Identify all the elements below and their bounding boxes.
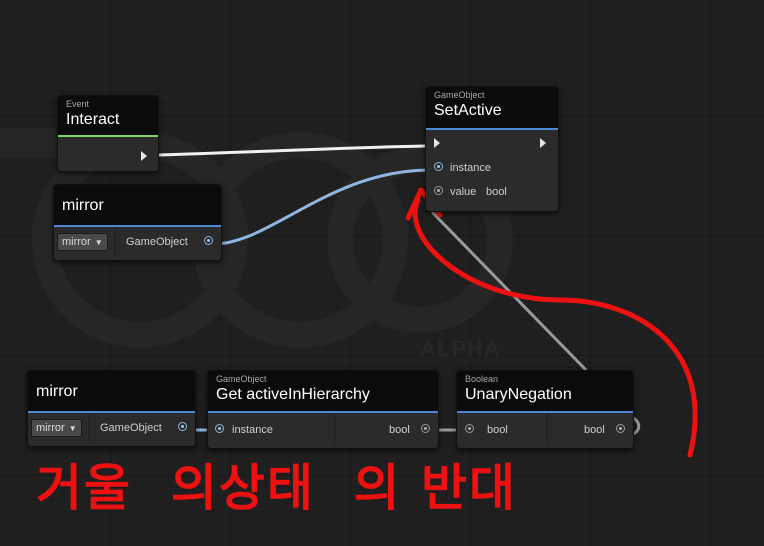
bool-input-port[interactable] — [465, 424, 474, 433]
node-header: GameObject Get activeInHierarchy — [208, 371, 438, 411]
node-title: SetActive — [434, 102, 502, 119]
node-kind: GameObject — [216, 374, 267, 384]
output-label: GameObject — [126, 236, 188, 248]
instance-wire — [213, 168, 431, 246]
flow-wire — [157, 144, 427, 157]
node-header: Boolean UnaryNegation — [457, 371, 633, 411]
output-label: bool — [584, 424, 605, 436]
accent-bar — [457, 411, 633, 413]
value-label: value — [450, 186, 477, 198]
row-divider — [334, 413, 335, 445]
row-divider — [89, 413, 90, 443]
mirror-node-top[interactable]: mirror mirror▼ GameObject — [53, 184, 222, 261]
annotation-text: 거울 의상태 의 반대 — [36, 459, 518, 517]
flow-output-port[interactable] — [141, 151, 147, 161]
value-row: value bool — [426, 180, 558, 204]
node-kind: GameObject — [434, 90, 485, 100]
instance-label: instance — [450, 162, 491, 174]
bool-output-port[interactable] — [421, 424, 430, 433]
node-header: Event Interact — [58, 96, 158, 135]
node-title: Get activeInHierarchy — [216, 386, 370, 403]
flow-input-port[interactable] — [434, 138, 440, 148]
flow-output-port[interactable] — [540, 138, 546, 148]
chevron-down-icon: ▼ — [68, 424, 77, 433]
node-title: mirror — [62, 197, 104, 214]
chevron-down-icon: ▼ — [94, 238, 103, 247]
bool-output-port[interactable] — [616, 424, 625, 433]
accent-bar — [54, 225, 221, 227]
node-title: UnaryNegation — [465, 386, 572, 403]
accent-bar — [208, 411, 438, 413]
object-dropdown[interactable]: mirror▼ — [57, 233, 108, 251]
node-header: mirror — [54, 185, 221, 225]
node-kind: Event — [66, 99, 90, 109]
input-label: instance — [232, 424, 273, 436]
unary-negation-node[interactable]: Boolean UnaryNegation bool bool — [456, 370, 634, 449]
annotation-arrow — [412, 197, 698, 458]
output-label: GameObject — [100, 422, 162, 434]
instance-input-port[interactable] — [434, 162, 443, 171]
get-active-node[interactable]: GameObject Get activeInHierarchy instanc… — [207, 370, 439, 449]
output-label: bool — [389, 424, 410, 436]
gameobject-output-port[interactable] — [178, 422, 187, 431]
mirror-node-bottom[interactable]: mirror mirror▼ GameObject — [27, 370, 196, 447]
value-type: bool — [486, 186, 507, 198]
setactive-node[interactable]: GameObject SetActive instance value bool — [425, 86, 559, 212]
watermark-alpha: ALPHA — [420, 336, 501, 361]
gameobject-output-port[interactable] — [204, 236, 213, 245]
row-divider — [547, 413, 548, 445]
node-header: GameObject SetActive — [426, 87, 558, 128]
input-label: bool — [487, 424, 508, 436]
node-title: Interact — [66, 111, 120, 128]
node-title: mirror — [36, 383, 78, 400]
accent-bar — [426, 128, 558, 130]
object-dropdown[interactable]: mirror▼ — [31, 419, 82, 437]
dropdown-value: mirror — [62, 236, 91, 248]
node-header: mirror — [28, 371, 195, 411]
event-accent-bar — [58, 135, 158, 137]
row-divider — [115, 227, 116, 257]
instance-input-port[interactable] — [215, 424, 224, 433]
dropdown-value: mirror — [36, 422, 65, 434]
node-kind: Boolean — [465, 374, 499, 384]
interact-node[interactable]: Event Interact — [57, 95, 159, 172]
value-input-port[interactable] — [434, 186, 443, 195]
accent-bar — [28, 411, 195, 413]
instance-row: instance — [426, 156, 558, 180]
